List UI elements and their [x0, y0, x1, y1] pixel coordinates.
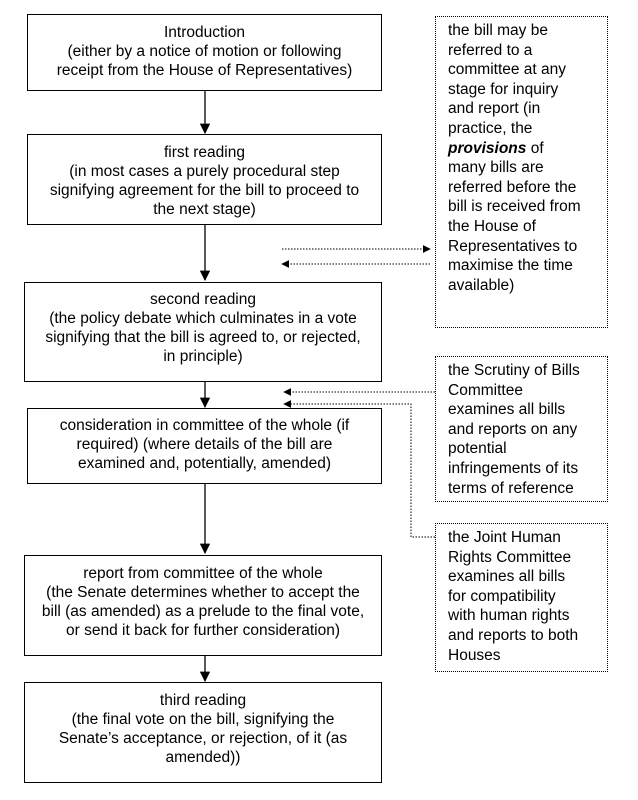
note-line: and report (in [448, 100, 541, 118]
stage-description-line: signifying agreement for the bill to pro… [49, 182, 360, 199]
stage-title: consideration in committee of the whole … [59, 417, 350, 434]
stage-description-line: (the Senate determines whether to accept… [46, 584, 360, 601]
note-line: maximise the time [448, 257, 573, 275]
stage-description-line: (in most cases a purely procedural step [69, 163, 340, 180]
stage-description-line: signifying that the bill is agreed to, o… [45, 329, 361, 346]
note-human-rights-committee: the Joint Human Rights Committee examine… [435, 523, 608, 672]
note-line: potential [448, 440, 507, 458]
note-line: infringements of its [448, 459, 579, 477]
emphasis-tail: of [526, 139, 544, 157]
note-line: with human rights [448, 607, 570, 625]
note-line: examines all bills [448, 401, 566, 419]
note-committee-referral: the bill may be referred to a committee … [435, 16, 608, 328]
stage-title: first reading [164, 144, 245, 161]
note-line: Houses [448, 646, 501, 664]
note-scrutiny-of-bills: the Scrutiny of Bills Committee examines… [435, 356, 608, 502]
note-line: many bills are [448, 159, 544, 177]
note-line: and reports on any [448, 420, 578, 438]
stage-report-from-committee: report from committee of the whole (the … [24, 555, 382, 656]
note-line: Representatives to [448, 237, 578, 255]
stage-title: third reading [159, 692, 247, 709]
note-line-emphasis: provisions of [448, 139, 599, 159]
note-line: the Joint Human [448, 529, 561, 546]
stage-title: report from committee of the whole [83, 565, 323, 582]
stage-third-reading: third reading (the final vote on the bil… [24, 682, 382, 783]
note-line: and reports to both [448, 626, 579, 644]
note-line: the House of [448, 217, 536, 235]
stage-committee-of-the-whole: consideration in committee of the whole … [27, 408, 382, 484]
stage-description-line: amended)) [165, 749, 241, 766]
stage-description-line: (either by a notice of motion or followi… [67, 43, 342, 60]
stage-description-line: bill (as amended) as a prelude to the fi… [41, 603, 365, 620]
note-line: committee at any [448, 61, 567, 79]
stage-title: second reading [150, 291, 256, 308]
note-line: the Scrutiny of Bills [448, 362, 580, 379]
note-line: referred before the [448, 178, 577, 196]
stage-description-line: Senate’s acceptance, or rejection, of it… [58, 730, 348, 747]
human-rights-arrow [283, 400, 435, 538]
stage-introduction: Introduction (either by a notice of moti… [27, 14, 382, 91]
stage-description-line: the next stage) [153, 201, 256, 218]
note-line: for compatibility [448, 587, 556, 605]
stage-description-line: or send it back for further consideratio… [66, 622, 340, 639]
note-line: referred to a [448, 41, 533, 59]
note-line: the bill may be [448, 22, 548, 39]
note-line: terms of reference [448, 479, 574, 497]
note-line: practice, the [448, 119, 533, 137]
stage-second-reading: second reading (the policy debate which … [24, 282, 382, 382]
stage-description-line: (the policy debate which culminates in a… [49, 310, 357, 327]
note-line: Rights Committee [448, 548, 572, 566]
stage-first-reading: first reading (in most cases a purely pr… [27, 134, 382, 225]
emphasis-provisions: provisions [448, 139, 527, 157]
stage-description-line: receipt from the House of Representative… [56, 62, 353, 79]
note-line: stage for inquiry [448, 80, 559, 98]
stage-description-line: required) (where details of the bill are [76, 436, 333, 453]
stage-description-line: in principle) [163, 348, 243, 365]
note-line: available) [448, 276, 515, 294]
stage-title: Introduction [164, 24, 245, 41]
note-line: Committee [448, 381, 523, 399]
stage-description-line: examined and, potentially, amended) [77, 455, 332, 472]
note-line: examines all bills [448, 568, 566, 586]
stage-description-line: (the final vote on the bill, signifying … [71, 711, 335, 728]
note-line: bill is received from [448, 198, 581, 216]
